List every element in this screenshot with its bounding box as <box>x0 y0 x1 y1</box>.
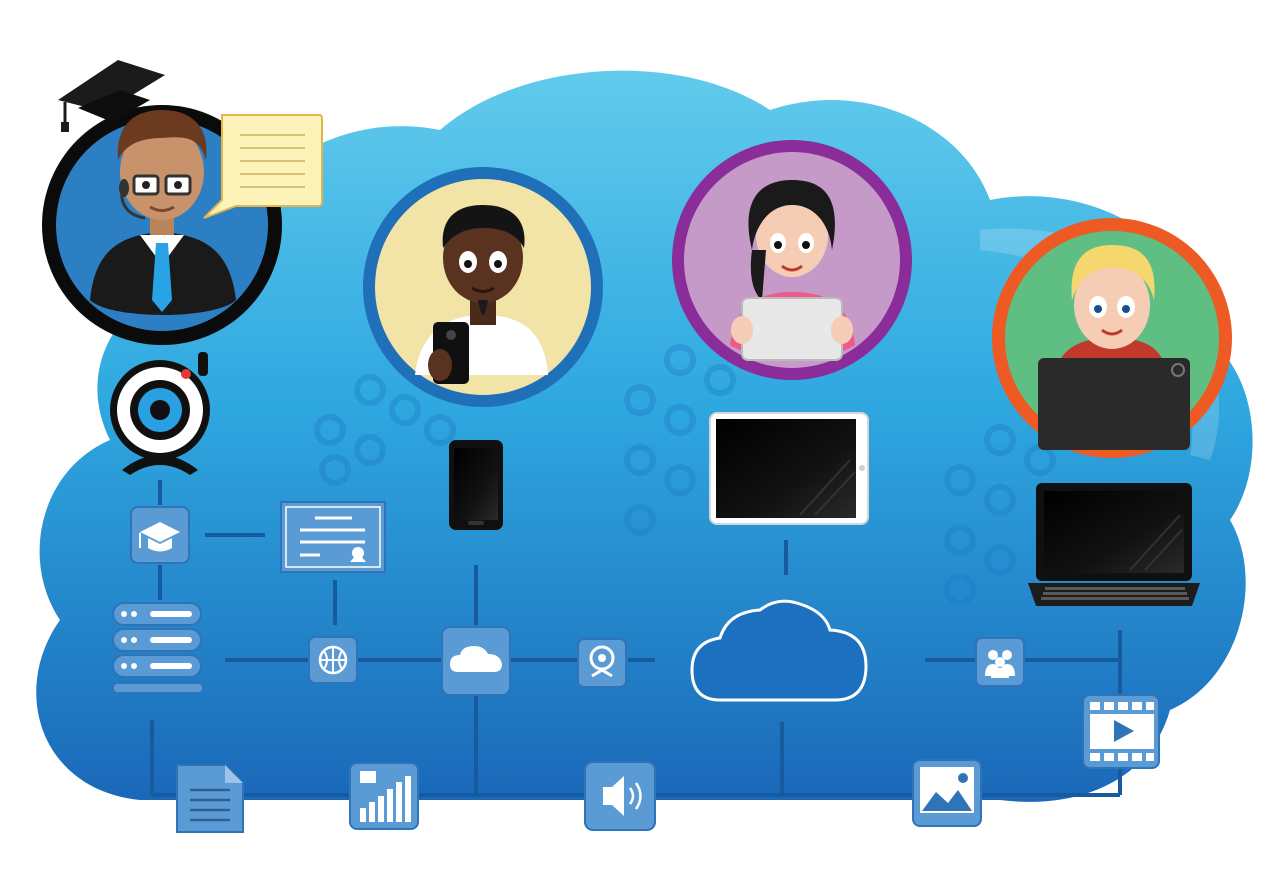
chart-icon <box>349 762 419 830</box>
webcam-icon <box>110 352 210 475</box>
image-icon <box>912 759 982 827</box>
teacher-avatar <box>42 60 323 345</box>
central-cloud-icon <box>690 599 868 702</box>
smartphone-icon <box>449 440 503 530</box>
certificate-icon <box>280 501 386 573</box>
student-laptop-avatar <box>992 218 1232 458</box>
document-icon <box>176 764 244 833</box>
basketball-icon <box>308 636 358 684</box>
group-icon <box>975 637 1025 687</box>
laptop-icon <box>1028 483 1200 606</box>
graduation-cap-icon <box>130 506 190 564</box>
video-icon <box>1082 694 1160 769</box>
student-phone-avatar <box>363 167 603 407</box>
server-icon <box>112 602 204 694</box>
tablet-icon <box>709 412 869 525</box>
webcam-small-icon <box>577 638 627 688</box>
student-tablet-avatar <box>672 140 912 380</box>
network-decoration <box>314 344 1056 606</box>
cloud-icon <box>441 626 511 696</box>
speaker-icon <box>584 761 656 831</box>
